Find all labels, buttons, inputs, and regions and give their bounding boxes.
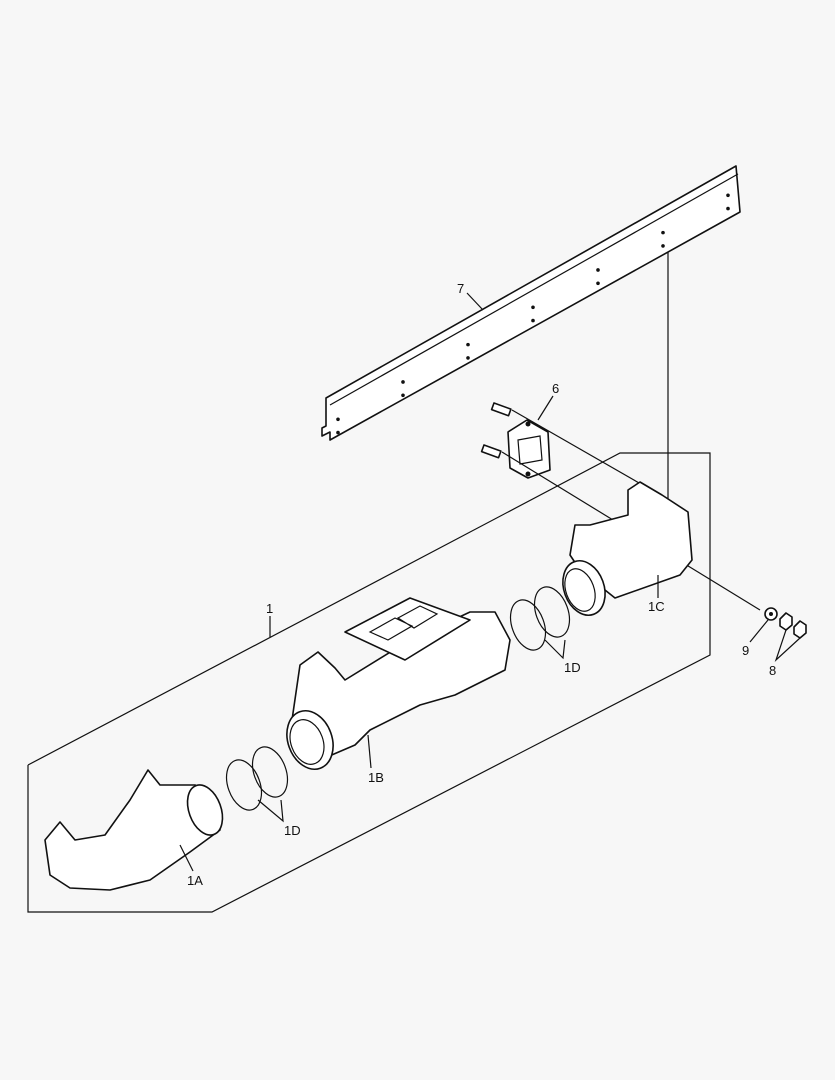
shield-hole	[466, 356, 470, 360]
shield-hole	[661, 230, 665, 235]
callout-7: 7	[457, 281, 464, 296]
shield-hole	[596, 281, 600, 286]
shield-hole	[401, 393, 405, 398]
assembly-boundary	[27, 452, 711, 913]
leader-lines	[179, 292, 801, 872]
shield-hole	[726, 206, 730, 211]
center-manifold-section	[286, 597, 511, 770]
shield-hole	[531, 305, 535, 310]
shield-hole	[336, 417, 340, 422]
callout-1c: 1C	[648, 599, 665, 614]
rear-manifold-section	[562, 481, 693, 616]
studs	[480, 402, 512, 459]
callout-6: 6	[552, 381, 559, 396]
shield-hole	[401, 380, 405, 384]
seal-ring	[533, 586, 571, 638]
callout-1a: 1A	[187, 873, 203, 888]
seal-ring	[225, 759, 263, 811]
shield-hole	[336, 430, 340, 435]
gasket	[507, 419, 551, 479]
seal-ring	[509, 599, 547, 651]
nut	[779, 612, 793, 631]
shield-hole	[466, 342, 470, 347]
alignment-line	[511, 409, 661, 496]
callout-9: 9	[742, 643, 749, 658]
seal-ring	[251, 746, 289, 798]
shield-hole	[661, 244, 665, 248]
heat-shield	[321, 165, 741, 441]
nut	[793, 620, 807, 639]
shield-hole	[596, 268, 600, 272]
front-manifold-section	[44, 769, 224, 891]
shield-hole	[531, 318, 535, 323]
callout-1d-front: 1D	[284, 823, 301, 838]
callout-8: 8	[769, 663, 776, 678]
callout-1b: 1B	[368, 770, 384, 785]
shield-hole	[726, 193, 730, 198]
callout-1: 1	[266, 601, 273, 616]
callout-1d-rear: 1D	[564, 660, 581, 675]
